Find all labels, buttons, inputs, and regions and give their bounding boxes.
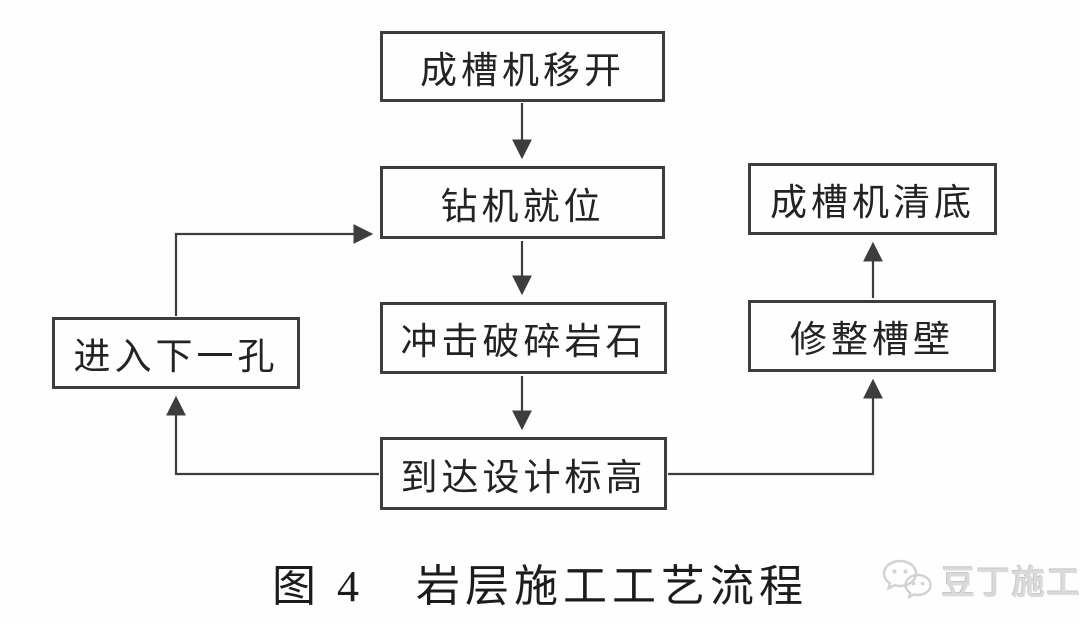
flow-node-reach-design-elevation: 到达设计标高 xyxy=(380,437,667,510)
watermark: 豆丁施工 xyxy=(880,556,1080,604)
wechat-chat-bubbles-icon xyxy=(882,559,932,600)
flow-node-enter-next-hole: 进入下一孔 xyxy=(52,317,300,389)
figure-title: 岩层施工工艺流程 xyxy=(416,562,808,611)
flow-node-trencher-clean-bottom: 成槽机清底 xyxy=(748,163,997,235)
figure-number: 图 4 xyxy=(272,562,364,611)
flow-node-trencher-move-away: 成槽机移开 xyxy=(380,31,665,102)
figure-caption: 图 4 岩层施工工艺流程 xyxy=(0,550,1080,614)
watermark-text: 豆丁施工 xyxy=(942,564,1080,601)
flow-node-impact-crush-rock: 冲击破碎岩石 xyxy=(380,302,667,374)
flow-node-trim-trench-wall: 修整槽壁 xyxy=(748,300,996,372)
flow-node-drill-rig-in-position: 钻机就位 xyxy=(380,166,665,239)
